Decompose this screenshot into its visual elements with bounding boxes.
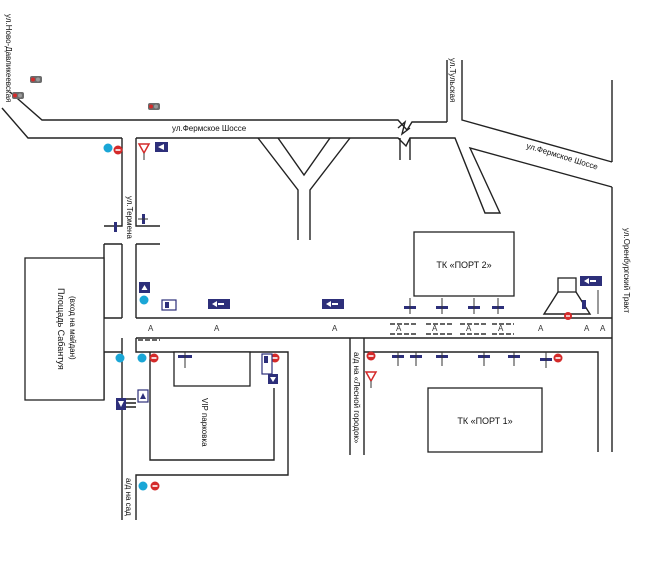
direction-sign-icon <box>161 299 177 311</box>
street-label-orenburgsky: ул.Оренбургский Тракт <box>622 228 631 313</box>
termena-west-edge <box>104 138 123 227</box>
building-labels: ТК «ПОРТ 2» ТК «ПОРТ 1» VIP парковка Пло… <box>56 260 513 447</box>
give-way-sign-icon <box>364 371 378 388</box>
tk-port-1-building <box>427 387 543 453</box>
crosswalk-icon <box>126 398 136 408</box>
street-label-termena: ул.Термена <box>125 196 134 239</box>
traffic-signs <box>12 76 602 491</box>
bus-stop-sign-icon <box>103 143 113 153</box>
road-marking: A <box>498 324 504 333</box>
no-entry-sign-icon <box>150 481 160 491</box>
y-junction-left <box>257 137 299 240</box>
traffic-light-icon <box>30 76 42 83</box>
street-label-sad: а/д на сад <box>124 478 133 516</box>
y-junction-inner <box>277 137 331 177</box>
street-label-lesnoy-gorodok: а/д на «Лесной городок» <box>352 352 361 444</box>
road-markings: A A A A A A A A A A <box>138 323 606 341</box>
parking-sign-icon <box>492 298 504 314</box>
road-marking: A <box>466 324 472 333</box>
bus-stop-sign-icon <box>138 481 148 491</box>
fermskoe-shosse-south-edge <box>1 107 122 139</box>
street-label-tulskaya: ул.Тульская <box>448 58 457 102</box>
road-marking: A <box>600 324 606 333</box>
y-junction-right <box>309 137 351 240</box>
bus-stop-sign-icon <box>115 353 125 363</box>
termena-east-edge <box>135 138 160 227</box>
vip-parking-building <box>173 351 251 387</box>
parking-sign-icon <box>404 298 416 314</box>
tk-port-2-building <box>413 231 515 297</box>
direction-sign-icon <box>582 290 599 314</box>
no-entry-sign-icon <box>564 312 572 320</box>
give-way-sign-icon <box>137 143 151 160</box>
parking-sign-icon <box>410 352 422 366</box>
direction-sign-icon <box>116 398 126 410</box>
tulskaya-east-edge <box>461 60 613 163</box>
road-break-mark <box>397 120 411 136</box>
parking-sign-icon <box>392 352 404 366</box>
road-marking: A <box>396 324 402 333</box>
no-entry-sign-icon <box>553 353 563 363</box>
no-entry-sign-icon <box>366 351 376 361</box>
tk-port-2-label: ТК «ПОРТ 2» <box>436 260 491 270</box>
direction-sign-icon <box>261 353 273 375</box>
vip-road-inner <box>149 352 275 461</box>
parking-sign-icon <box>508 352 520 366</box>
road-marking: A <box>432 324 438 333</box>
square-sabantuy-building <box>24 257 105 401</box>
parking-sign-icon <box>436 352 448 366</box>
road-marking: A <box>538 324 544 333</box>
street-label-fermskoe-left: ул.Фермское Шоссе <box>172 124 247 133</box>
tk-port-1-label: ТК «ПОРТ 1» <box>457 416 512 426</box>
street-label-fermskoe-right: ул.Фермское Шоссе <box>525 141 599 171</box>
direction-sign-icon <box>268 374 278 384</box>
direction-sign-icon <box>138 214 148 224</box>
road-marking: A <box>148 324 154 333</box>
no-entry-sign-icon <box>270 353 280 363</box>
parking-sign-icon <box>478 352 490 366</box>
direction-sign-icon <box>580 276 602 286</box>
sad-road-east <box>135 338 289 520</box>
direction-sign-icon <box>208 299 230 309</box>
booth-building <box>557 277 577 293</box>
parking-sign-icon <box>540 352 552 368</box>
no-entry-sign-icon <box>113 145 123 155</box>
bus-stop-sign-icon <box>137 353 147 363</box>
parking-sign-icon <box>436 298 448 314</box>
road-marking: A <box>584 324 590 333</box>
traffic-light-icon <box>148 103 160 110</box>
square-label-line2: (вход на майдан) <box>68 296 77 360</box>
square-label-line1: Площадь Сабантуя <box>56 288 66 370</box>
bus-stop-sign-icon <box>139 295 149 305</box>
direction-sign-icon <box>322 299 344 309</box>
street-label-novo-davlikeevskaya: ул.Ново-Давликеевская <box>4 14 13 102</box>
traffic-light-icon <box>12 92 24 99</box>
parking-sign-icon <box>178 352 192 368</box>
direction-sign-icon <box>139 282 150 293</box>
no-entry-sign-icon <box>149 353 159 363</box>
parking-sign-icon <box>468 298 480 314</box>
road-marking: A <box>332 324 338 333</box>
direction-sign-icon <box>155 142 168 152</box>
direction-sign-icon <box>137 389 149 403</box>
direction-sign-icon <box>114 222 117 232</box>
road-marking: A <box>214 324 220 333</box>
buildings <box>24 231 592 453</box>
vip-parking-label: VIP парковка <box>200 398 209 447</box>
